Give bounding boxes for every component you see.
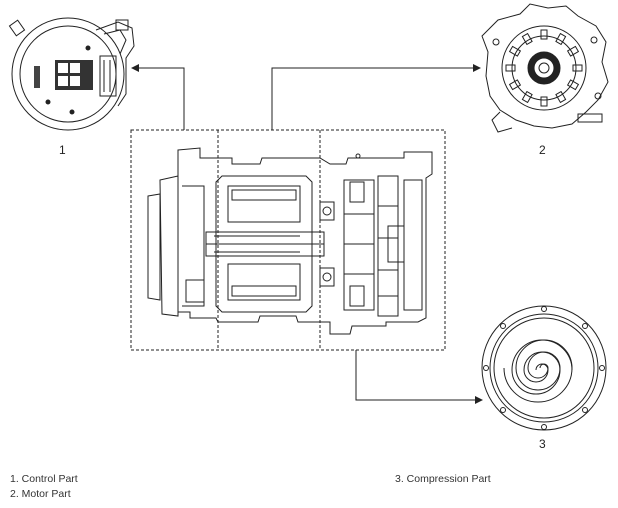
- assembly-cross-section: [130, 129, 446, 351]
- control-part-drawing: [8, 17, 135, 131]
- compression-part-drawing: [481, 305, 607, 431]
- legend-item-compression-part: 3. Compression Part: [395, 473, 491, 485]
- leader-arrows: [131, 64, 483, 404]
- callout-number-3: 3: [539, 437, 546, 451]
- callout-number-1: 1: [59, 143, 66, 157]
- legend-item-motor-part: 2. Motor Part: [10, 488, 71, 500]
- callout-number-2: 2: [539, 143, 546, 157]
- motor-part-drawing: [481, 3, 609, 133]
- legend-item-control-part: 1. Control Part: [10, 473, 78, 485]
